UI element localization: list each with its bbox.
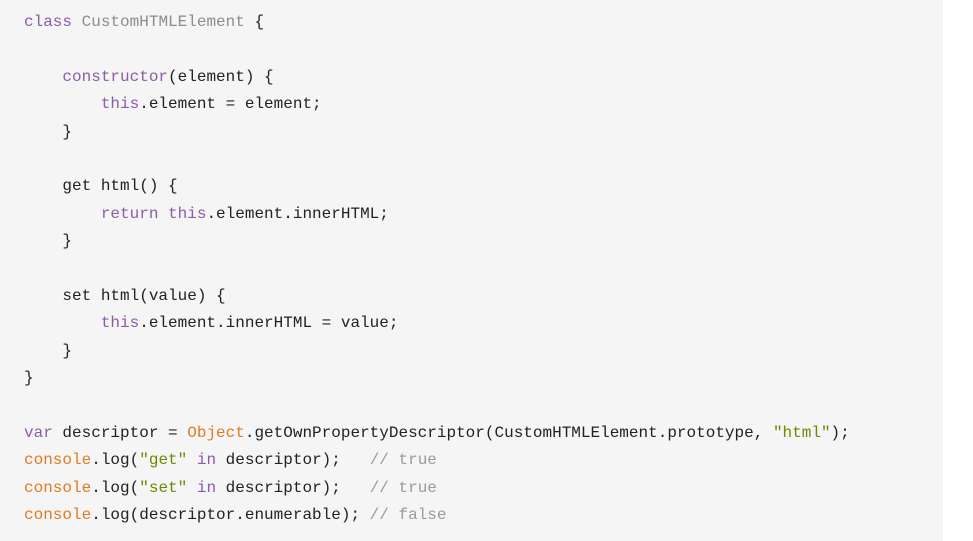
code-token-comment: // true [369, 478, 437, 497]
code-line: class CustomHTMLElement { [24, 9, 943, 36]
code-line: var descriptor = Object.getOwnPropertyDe… [24, 420, 943, 447]
code-token-string: "get" [139, 451, 188, 470]
code-line: console.log("set" in descriptor); // tru… [24, 475, 943, 502]
code-token-plain: .log( [91, 451, 140, 470]
code-line: console.log("get" in descriptor); // tru… [24, 447, 943, 474]
code-line: } [24, 365, 943, 392]
code-token-plain: descriptor); [216, 478, 370, 497]
code-token-builtin: Object [187, 423, 245, 442]
code-token-plain: descriptor); [216, 451, 370, 470]
code-line: constructor(element) { [24, 64, 943, 91]
code-token-keyword: in [196, 451, 217, 470]
code-token-plain [72, 13, 82, 31]
code-token-keyword: constructor [62, 67, 169, 86]
code-token-plain [24, 95, 101, 113]
code-token-plain: .getOwnPropertyDescriptor(CustomHTMLElem… [244, 423, 773, 442]
code-token-plain [187, 451, 197, 469]
code-line [24, 392, 943, 419]
code-line [24, 256, 943, 283]
code-token-builtin: console [24, 451, 92, 470]
code-line [24, 146, 943, 173]
code-token-keyword: this [168, 204, 207, 223]
code-token-plain [158, 205, 168, 223]
code-line: this.element = element; [24, 91, 943, 118]
code-token-plain [24, 314, 101, 332]
code-token-plain: descriptor = [52, 423, 188, 442]
code-token-plain [24, 68, 62, 86]
code-token-plain: } [24, 122, 73, 141]
code-token-plain: .element = element; [139, 95, 322, 114]
code-token-builtin: console [24, 478, 92, 497]
code-token-plain: { [244, 13, 265, 31]
code-token-plain: .element.innerHTML = value; [139, 314, 399, 333]
code-line: get html() { [24, 173, 943, 200]
code-block: class CustomHTMLElement { constructor(el… [24, 9, 943, 529]
code-token-plain: set html(value) { [24, 286, 226, 305]
code-token-string: "html" [772, 423, 831, 442]
code-token-comment: // true [369, 451, 437, 470]
code-token-keyword: var [24, 423, 53, 442]
code-token-plain: .element.innerHTML; [206, 204, 389, 223]
code-line: this.element.innerHTML = value; [24, 310, 943, 337]
code-token-plain: .log( [91, 478, 140, 497]
code-line: set html(value) { [24, 283, 943, 310]
code-token-builtin: console [24, 506, 92, 525]
code-token-plain: .log(descriptor.enumerable); [91, 506, 370, 525]
code-line: } [24, 228, 943, 255]
code-token-classname: CustomHTMLElement [81, 13, 245, 31]
code-token-plain: get html() { [24, 177, 178, 196]
code-token-plain [187, 479, 197, 497]
code-token-plain: } [24, 369, 34, 388]
code-token-string: "set" [139, 478, 188, 497]
code-token-plain: ); [830, 423, 850, 442]
code-token-keyword: return [100, 204, 159, 223]
code-token-plain: } [24, 341, 73, 360]
code-line: return this.element.innerHTML; [24, 201, 943, 228]
code-token-plain: } [24, 232, 73, 251]
code-token-keyword: in [196, 478, 217, 497]
code-token-keyword: this [100, 95, 140, 114]
code-line: } [24, 119, 943, 146]
code-token-keyword: this [100, 314, 140, 333]
code-line [24, 36, 943, 63]
code-token-keyword: class [24, 13, 73, 31]
code-line: } [24, 338, 943, 365]
code-token-plain: (element) { [168, 67, 274, 86]
code-line: console.log(descriptor.enumerable); // f… [24, 502, 943, 529]
code-listing: class CustomHTMLElement { constructor(el… [24, 9, 943, 529]
code-token-plain [24, 205, 101, 223]
code-token-comment: // false [369, 506, 447, 525]
